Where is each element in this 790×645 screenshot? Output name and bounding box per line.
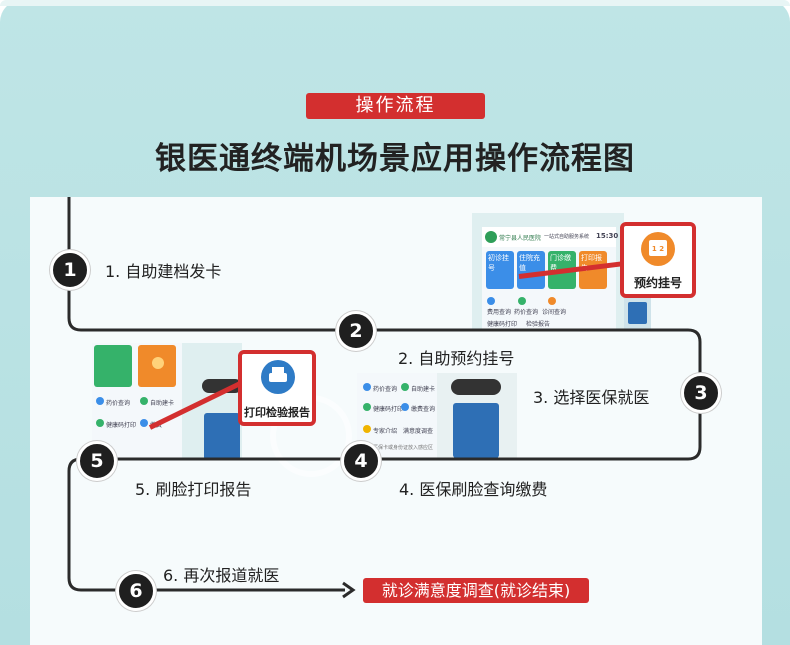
kiosk-menu-item[interactable]: 费用查询 — [487, 309, 512, 316]
kiosk-menu-item[interactable]: 自助建卡 — [150, 400, 175, 407]
kiosk-side-strip — [624, 296, 651, 330]
callout-print-label: 打印检验报告 — [244, 406, 310, 419]
kiosk-menu-item[interactable]: 满意度调查 — [403, 428, 434, 435]
kiosk-menu-item[interactable]: 自助建卡 — [411, 386, 436, 393]
kiosk-menu-item[interactable]: 缴费查询 — [411, 406, 436, 413]
kiosk-tile-register[interactable]: 初诊挂号 — [486, 251, 514, 289]
end-badge: 就诊满意度调查(就诊结束) — [363, 578, 589, 603]
kiosk-tile-hospital-topup[interactable]: 住院充值 — [517, 251, 545, 289]
kiosk-menu-item[interactable]: 健康码打印 — [373, 406, 404, 413]
flow-arrow-icon — [342, 581, 356, 599]
step-2-number: 2 — [336, 311, 376, 351]
step-3-number: 3 — [681, 373, 721, 413]
kiosk-menu-item[interactable]: 药价查询 — [106, 400, 131, 407]
callout-register: 1 2 预约挂号 — [620, 222, 696, 298]
kiosk-menu-item[interactable]: 检验报告 — [526, 321, 551, 328]
step-5-label: 5. 刷脸打印报告 — [135, 480, 252, 499]
callout-register-label: 预约挂号 — [633, 276, 682, 290]
step-2-label: 2. 自助预约挂号 — [398, 349, 515, 368]
step-1-label: 1. 自助建档发卡 — [105, 262, 222, 281]
step-1-number: 1 — [50, 250, 90, 290]
printer-icon — [261, 360, 295, 394]
kiosk-menu-item[interactable]: 药价查询 — [514, 309, 539, 316]
kiosk-slogan: 一站式自助服务系统 — [544, 234, 590, 240]
section-badge: 操作流程 — [306, 93, 485, 119]
kiosk-menu-item[interactable]: 药价查询 — [373, 386, 398, 393]
callout-print: 打印检验报告 — [238, 350, 316, 426]
hospital-name: 常宁县人民医院 — [499, 235, 542, 242]
kiosk-time: 15:30 — [596, 232, 619, 240]
kiosk-menu-item[interactable]: 健康码打印 — [487, 321, 518, 328]
step-4-label: 4. 医保刷脸查询缴费 — [399, 480, 548, 499]
kiosk-note: 请将医保卡或身份证放入感应区 — [363, 445, 434, 451]
step-6-label: 6. 再次报道就医 — [163, 566, 280, 585]
step-6-number: 6 — [116, 571, 156, 611]
kiosk-menu-item[interactable]: 诊间查询 — [542, 309, 567, 316]
step-4-number: 4 — [341, 441, 381, 481]
kiosk-menu-item[interactable]: 专家介绍 — [373, 428, 398, 435]
calendar-icon: 1 2 — [641, 232, 675, 266]
page-title: 银医通终端机场景应用操作流程图 — [155, 141, 635, 177]
kiosk-menu-item[interactable]: 健康码打印 — [106, 422, 137, 429]
step-5-number: 5 — [77, 441, 117, 481]
kiosk-screenshot-left: 药价查询 自助建卡 健康码打印 缴费 — [92, 343, 242, 460]
step-3-label: 3. 选择医保就医 — [533, 388, 650, 407]
